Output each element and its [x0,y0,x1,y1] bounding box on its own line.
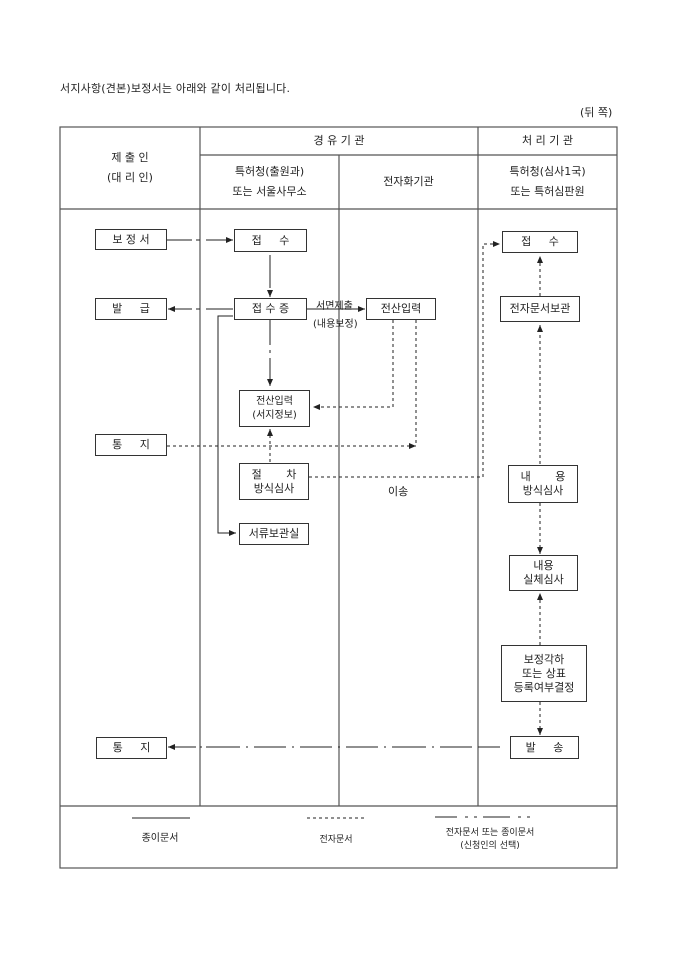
box-content-substantive-review-line2: 실체심사 [523,573,564,586]
header-process-sub: 특허청(심사1국) 또는 특허심판원 [478,162,617,202]
header-process-org: 처 리 기 관 [522,134,573,147]
legend-either-line1: 전자문서 또는 종이문서 [445,828,535,838]
box-archive-room: 서류보관실 [239,523,309,545]
header-process-sub-line2: 또는 특허심판원 [510,185,585,198]
box-formality-review-line1: 절 차 [251,467,297,481]
box-data-entry: 전산입력 [366,298,436,320]
box-notice-2-text: 통 지 [112,741,151,754]
box-receipt-1: 접 수 [234,229,307,252]
box-amendment: 보 정 서 [95,229,167,250]
header-relay-sub1: 특허청(출원과) 또는 서울사무소 [200,162,339,202]
arrow-cert-to-archive [217,315,236,536]
box-dispatch: 발 송 [510,736,579,759]
box-receipt-1-text: 접 수 [251,233,290,247]
box-decision-line1: 보정각하 [523,652,565,666]
box-content-substantive-review-line1: 내용 [533,559,554,572]
legend-either: 전자문서 또는 종이문서 (신청인의 선택) [420,827,560,853]
box-e-doc-storage: 전자문서보관 [500,296,580,322]
box-receipt-2-text: 접 수 [521,235,559,248]
box-data-entry-biblio: 전산입력 (서지정보) [239,390,310,427]
box-formality-review-line2: 방식심사 [253,481,295,495]
box-dispatch-text: 발 송 [525,740,564,754]
intro-text: 서지사항(견본)보정서는 아래와 같이 처리됩니다. [60,82,291,95]
legend-electronic: 전자문서 [319,835,353,845]
box-receipt-cert: 접 수 증 [234,298,307,320]
box-notice-1: 통 지 [95,434,167,456]
label-written-submission: 서면제출 [316,301,353,312]
header-submitter-line1: 제 출 인 [111,151,149,164]
header-submitter-line2: (대 리 인) [107,171,153,184]
box-content-format-review: 내 용 방식심사 [508,465,578,503]
box-data-entry-biblio-line1: 전산입력 [256,395,293,407]
box-issue: 발 급 [95,298,167,320]
label-content-amendment: (내용보정) [313,319,358,330]
legend-either-line2: (신청인의 선택) [460,841,520,851]
arrow-transfer-to-receipt [309,241,500,478]
header-relay-org: 경 유 기 관 [313,134,365,147]
label-transfer: 이송 [388,485,409,498]
box-e-doc-storage-text: 전자문서보관 [509,302,571,315]
arrow-data-entry-to-biblio [313,320,394,410]
box-archive-room-text: 서류보관실 [248,527,300,540]
header-process-sub-line1: 특허청(심사1국) [509,165,586,178]
box-notice-2: 통 지 [96,737,167,759]
box-content-substantive-review: 내용 실체심사 [509,555,578,591]
header-relay-sub2: 전자화기관 [383,175,434,188]
page-side-label: (뒤 쪽) [580,106,613,119]
box-amendment-text: 보 정 서 [112,232,150,246]
box-receipt-cert-text: 접 수 증 [251,302,290,315]
box-data-entry-text: 전산입력 [380,302,422,315]
box-data-entry-biblio-line2: (서지정보) [252,409,297,421]
box-decision: 보정각하 또는 상표 등록여부결정 [501,645,587,702]
table-frame [59,126,618,869]
box-notice-1-text: 통 지 [112,438,150,451]
box-content-format-review-line1: 내 용 [520,470,566,483]
legend-paper: 종이문서 [141,833,179,844]
box-content-format-review-line2: 방식심사 [522,484,564,497]
box-formality-review: 절 차 방식심사 [239,463,309,500]
header-submitter: 제 출 인 (대 리 인) [60,148,200,188]
header-relay-sub1-line2: 또는 서울사무소 [232,185,307,198]
box-decision-line3: 등록여부결정 [513,680,575,694]
box-issue-text: 발 급 [112,302,150,315]
box-decision-line2: 또는 상표 [522,666,566,680]
box-receipt-2: 접 수 [502,231,578,253]
header-relay-sub1-line1: 특허청(출원과) [234,165,305,178]
